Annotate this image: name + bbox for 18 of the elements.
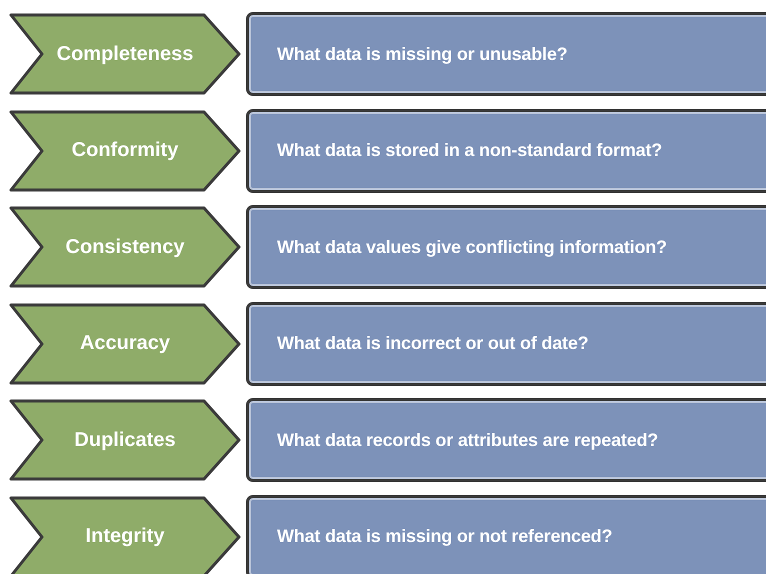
chevron-label: Duplicates xyxy=(74,428,176,452)
question-box xyxy=(246,494,766,574)
question-box xyxy=(246,302,766,386)
question-text: What data is missing or not referenced? xyxy=(277,526,612,547)
question-text: What data is stored in a non-standard format? xyxy=(277,140,662,161)
question-text: What data is missing or unusable? xyxy=(277,44,568,64)
question-box xyxy=(246,398,766,482)
question-box xyxy=(246,108,766,192)
question-box xyxy=(246,12,766,96)
question-box xyxy=(246,205,766,289)
question-text: What data values give conflicting information? xyxy=(277,236,667,258)
question-text: What data records or attributes are repeated? xyxy=(277,430,658,450)
chevron-label: Completeness xyxy=(56,42,194,66)
chevron-label: Consistency xyxy=(66,236,184,258)
chevron-label: Conformity xyxy=(72,139,178,162)
chevron-label: Integrity xyxy=(86,525,164,548)
question-text: What data is incorrect or out of date? xyxy=(277,333,588,354)
chevron-label: Accuracy xyxy=(80,332,170,355)
